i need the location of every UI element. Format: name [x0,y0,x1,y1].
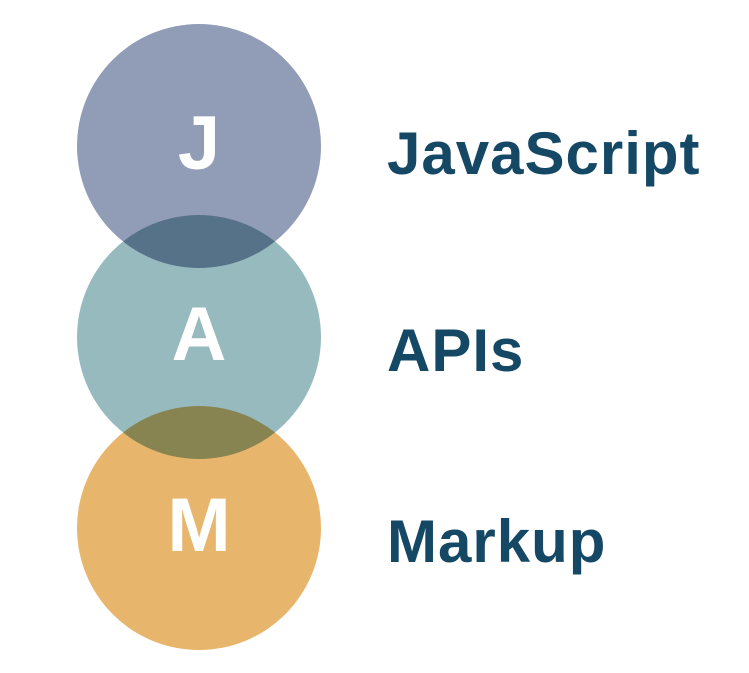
apis-letter: A [171,292,227,377]
markup-label: Markup [387,508,607,575]
markup-circle: M [77,406,321,650]
javascript-letter: J [177,101,221,186]
markup-letter: M [167,483,231,568]
javascript-label: JavaScript [387,120,701,187]
apis-label: APIs [387,317,525,384]
